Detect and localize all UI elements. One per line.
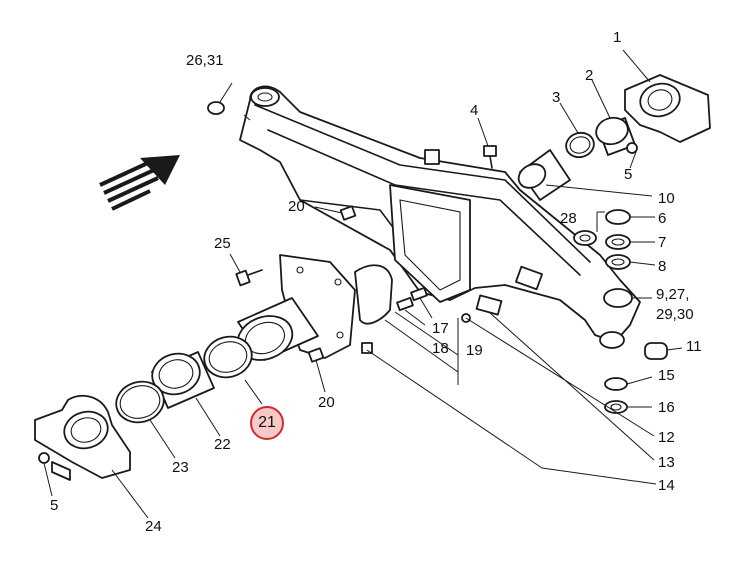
callout-21-highlighted[interactable]: 21 (250, 406, 284, 440)
callout-22: 22 (214, 436, 231, 453)
callout-19: 19 (466, 342, 483, 359)
callout-11: 11 (686, 338, 702, 355)
seal-7 (605, 234, 631, 250)
callout-7: 7 (658, 234, 667, 251)
screw-5-left (38, 452, 50, 464)
callout-2: 2 (585, 67, 594, 84)
direction-arrow-icon (99, 155, 180, 211)
callout-26-31: 26,31 (186, 52, 224, 69)
washer-6 (605, 209, 631, 225)
pin-20-top (339, 205, 357, 221)
bushing-11 (644, 342, 668, 360)
bolt-4 (483, 145, 497, 169)
plug-26 (207, 101, 225, 115)
callout-20-bottom: 20 (318, 394, 335, 411)
callout-12: 12 (658, 429, 675, 446)
tube-sleeve (236, 297, 319, 361)
callout-25: 25 (214, 235, 231, 252)
callout-1: 1 (613, 29, 622, 46)
callout-3: 3 (552, 89, 561, 106)
callout-20-top: 20 (288, 198, 305, 215)
pillow-block-right (624, 74, 711, 143)
callout-10: 10 (658, 190, 675, 207)
screw-5-right (626, 142, 638, 154)
bearing-28 (573, 230, 597, 246)
callout-9-cont: 29,30 (656, 306, 694, 323)
callout-5-left: 5 (50, 497, 59, 514)
callout-5-right: 5 (624, 166, 633, 183)
callout-17: 17 (432, 320, 449, 337)
callout-9: 9,27, (656, 286, 690, 303)
callout-23: 23 (172, 459, 189, 476)
callout-4: 4 (470, 102, 479, 119)
callout-16: 16 (658, 399, 675, 416)
pin-14 (361, 342, 373, 354)
bushing-right (595, 116, 636, 156)
callout-8: 8 (658, 258, 667, 275)
bearing-15 (604, 377, 628, 391)
bolt-25 (235, 269, 263, 287)
callout-18: 18 (432, 340, 449, 357)
callout-6: 6 (658, 210, 667, 227)
plate-13 (475, 294, 503, 316)
bushing (151, 351, 215, 409)
axle-housing (239, 85, 641, 349)
leader-lines (43, 49, 683, 519)
bearing-8 (605, 254, 631, 270)
pin-18 (410, 286, 428, 302)
tube-right (517, 149, 571, 201)
callout-14: 14 (658, 477, 675, 494)
callout-28: 28 (560, 210, 577, 227)
snap-ring (115, 380, 165, 424)
callout-24: 24 (145, 518, 162, 535)
callout-13: 13 (658, 454, 675, 471)
pin-17 (396, 296, 414, 312)
callout-15: 15 (658, 367, 675, 384)
pin-20-bottom (307, 347, 325, 363)
pillow-block-left (34, 394, 131, 481)
ring-right (565, 131, 595, 159)
